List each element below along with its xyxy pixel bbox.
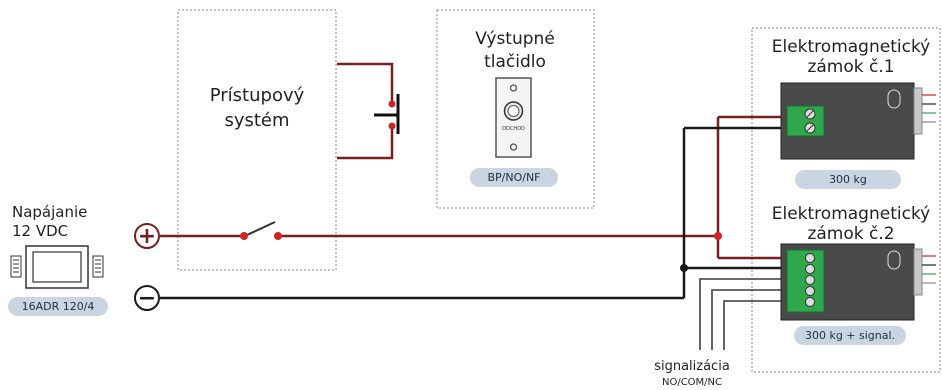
exit-button-title-line2: tlačidlo [484, 52, 546, 72]
positive-wiring [160, 62, 788, 260]
exit-button-title-line1: Výstupné [475, 29, 555, 49]
access-system-box [177, 9, 337, 271]
lock2-badge [794, 326, 906, 345]
svg-text:+: + [138, 224, 156, 249]
lock1-title-line1: Elektromagnetický [772, 37, 931, 57]
positive-junction-dot [714, 232, 722, 240]
power-supply-title-line1: Napájanie [12, 203, 87, 221]
lock1-title-line2: zámok č.1 [807, 57, 894, 77]
pushbutton-symbol [374, 94, 400, 134]
exit-button-box [436, 9, 595, 209]
signal-sublabel: NO/COM/NC [662, 377, 722, 388]
signal-wiring [699, 278, 788, 350]
plus-terminal: + [134, 223, 160, 249]
lock1-badge-label: 300 kg [829, 173, 867, 186]
power-supply-badge [8, 297, 108, 316]
locks-box [751, 27, 941, 373]
lock1-body [780, 82, 936, 160]
exit-button-plate-label: ODCHOD [502, 126, 525, 132]
exit-button-plate: ODCHOD [495, 77, 532, 158]
signal-label: signalizácia [654, 359, 730, 374]
access-system-label-line2: systém [224, 110, 289, 131]
lock2-badge-label: 300 kg + signal. [805, 329, 895, 342]
svg-text:−: − [138, 286, 156, 311]
lock2-body [780, 243, 936, 321]
power-supply-unit [10, 245, 104, 289]
access-system-label-line1: Prístupový [210, 85, 305, 106]
exit-button-badge [470, 168, 558, 187]
lock2-title-line2: zámok č.2 [807, 224, 894, 244]
minus-terminal: − [134, 285, 160, 311]
power-supply-title-line2: 12 VDC [12, 222, 68, 240]
relay-switch [240, 221, 282, 240]
lock1-badge [795, 170, 901, 189]
negative-junction-dot [680, 264, 688, 272]
exit-button-badge-label: BP/NO/NF [487, 171, 540, 184]
negative-wiring [160, 126, 788, 300]
power-supply-badge-label: 16ADR 120/4 [22, 300, 95, 313]
lock2-title-line1: Elektromagnetický [772, 204, 931, 224]
